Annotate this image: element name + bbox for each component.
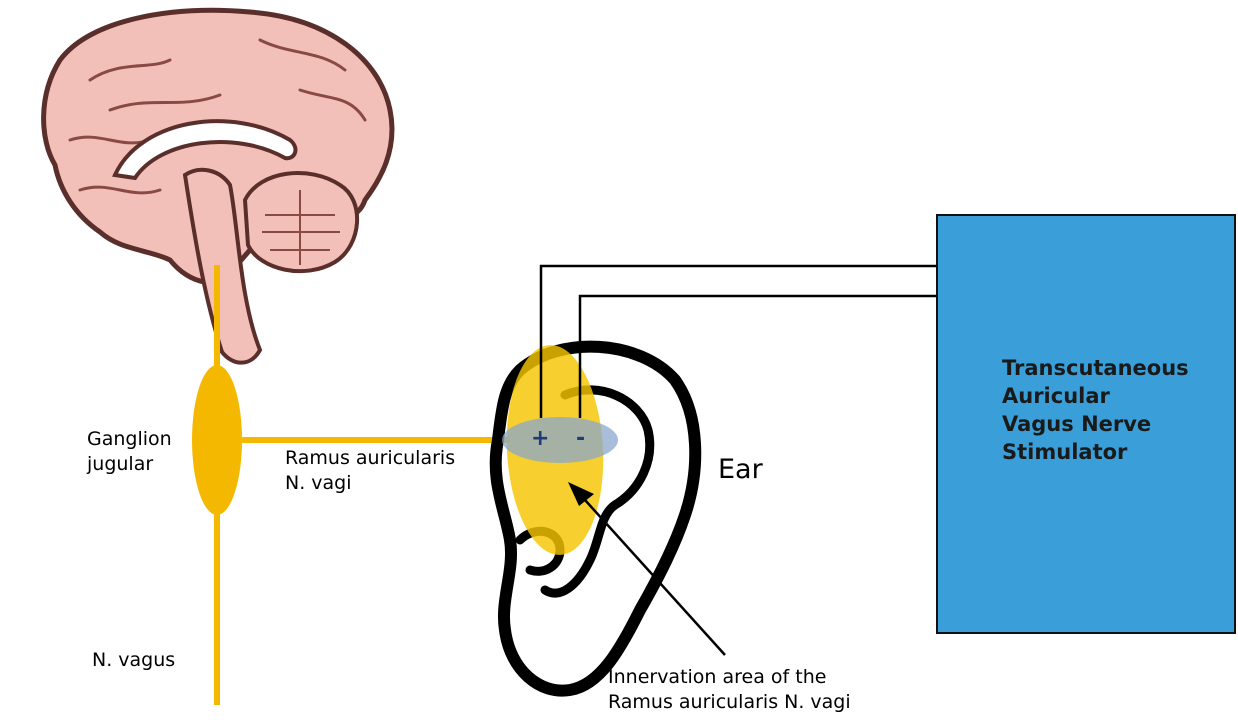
innervation-area-label: Innervation area of the Ramus auriculari… <box>608 665 851 715</box>
stimulator-label: Transcutaneous Auricular Vagus Nerve Sti… <box>1002 354 1189 466</box>
ganglion-jugular-label: Ganglion jugular <box>87 427 172 477</box>
n-vagus-label: N. vagus <box>92 648 175 673</box>
ramus-auricularis-label: Ramus auricularis N. vagi <box>285 446 455 496</box>
ganglion-jugular-node <box>192 365 242 515</box>
electrode-plus-sign: + <box>531 426 549 451</box>
electrode-minus-sign: - <box>576 426 585 451</box>
pointer-arrow <box>568 482 725 655</box>
ear-label: Ear <box>718 457 763 482</box>
stimulator-box: Transcutaneous Auricular Vagus Nerve Sti… <box>936 214 1236 634</box>
electrode-pad <box>502 417 618 463</box>
